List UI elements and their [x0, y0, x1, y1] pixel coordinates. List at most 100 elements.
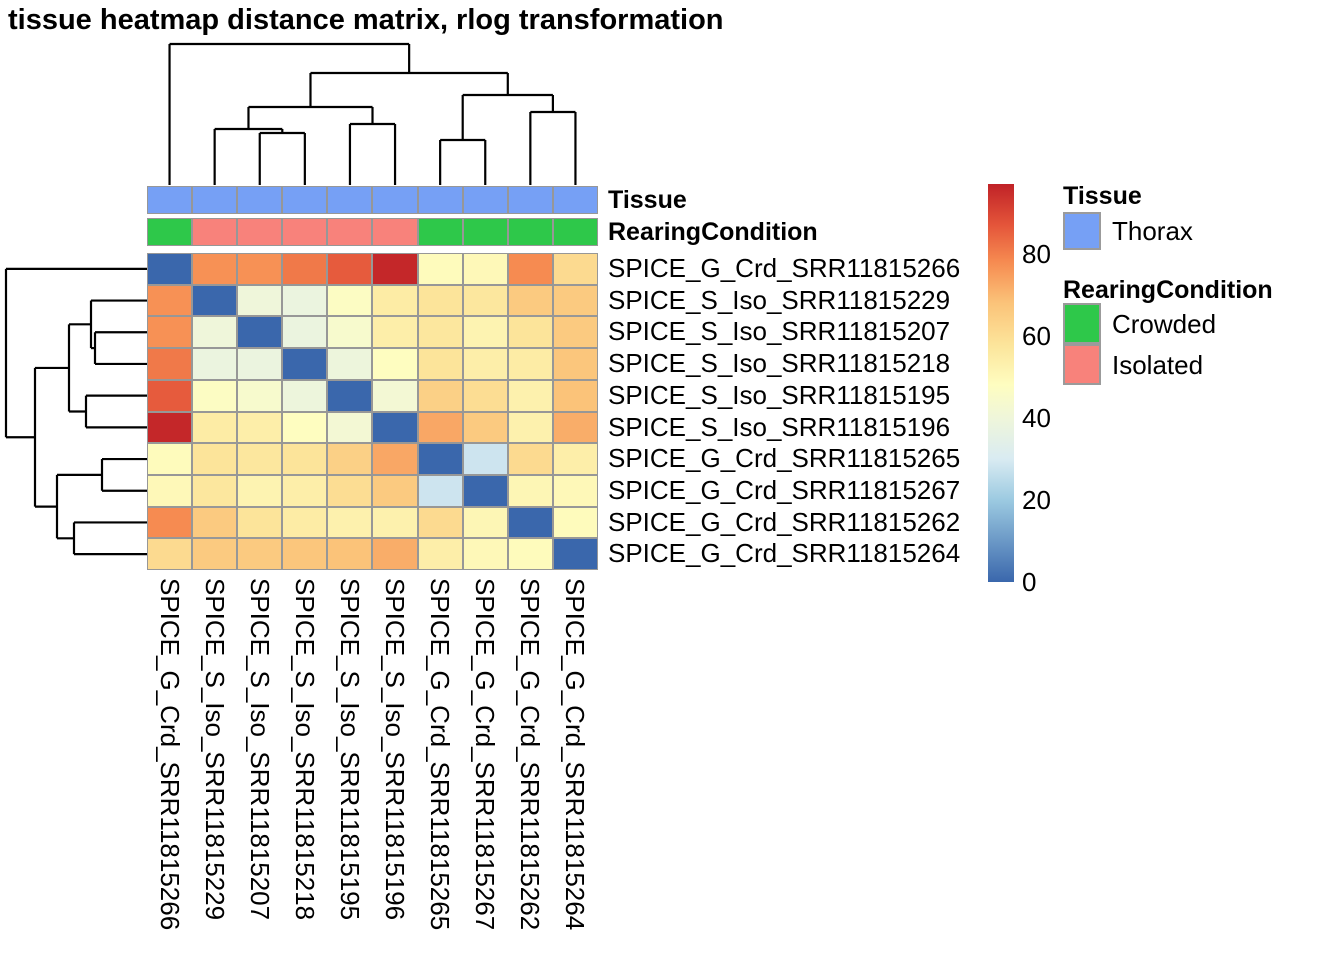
heatmap-cell: [417, 474, 463, 507]
heatmap-cell: [552, 253, 598, 285]
rearing-annotation-cell: [327, 218, 373, 246]
tissue-annotation-cell: [282, 186, 328, 214]
heatmap-cell: [417, 506, 463, 539]
heatmap-cell: [327, 253, 373, 285]
heatmap-cell: [372, 379, 418, 412]
heatmap-cell: [327, 474, 373, 507]
colorbar-tick-label: 20: [1022, 484, 1051, 515]
heatmap-cell: [282, 538, 328, 570]
heatmap-cell: [417, 538, 463, 570]
row-dendrogram: [4, 267, 147, 556]
heatmap-cell: [237, 316, 283, 349]
heatmap-cell: [417, 443, 463, 475]
tissue-annotation-cell: [147, 186, 193, 214]
heatmap-cell: [192, 348, 238, 380]
legend-thorax-label: Thorax: [1112, 216, 1193, 246]
heatmap-cell: [507, 538, 553, 570]
heatmap-cell: [552, 379, 598, 412]
heatmap-cell: [417, 316, 463, 349]
rearing-annotation-cell: [552, 218, 598, 246]
heatmap-cell: [462, 348, 508, 380]
heatmap-cell: [372, 411, 418, 444]
column-label: SPICE_G_Crd_SRR11815265: [425, 578, 456, 931]
heatmap-cell: [147, 348, 193, 380]
heatmap-cell: [147, 411, 193, 444]
heatmap-cell: [327, 348, 373, 380]
heatmap-cell: [327, 316, 373, 349]
heatmap-cell: [147, 506, 193, 539]
heatmap-cell: [507, 506, 553, 539]
heatmap-cell: [327, 284, 373, 317]
heatmap-cell: [192, 411, 238, 444]
heatmap-cell: [552, 443, 598, 475]
rearing-annotation-cell: [237, 218, 283, 246]
heatmap-cell: [327, 443, 373, 475]
heatmap-cell: [507, 443, 553, 475]
heatmap-cell: [417, 284, 463, 317]
row-label: SPICE_S_Iso_SRR11815229: [608, 284, 951, 315]
tissue-annotation-bar: [147, 186, 598, 214]
heatmap-cell: [147, 253, 193, 285]
heatmap-cell: [462, 474, 508, 507]
heatmap-cell: [507, 474, 553, 507]
heatmap-cell: [147, 316, 193, 349]
tissue-annotation-cell: [552, 186, 598, 214]
heatmap-cell: [372, 538, 418, 570]
heatmap-cell: [237, 284, 283, 317]
heatmap-cell: [462, 284, 508, 317]
heatmap-cell: [552, 411, 598, 444]
column-label: SPICE_G_Crd_SRR11815266: [154, 578, 185, 931]
legend-crowded-swatch: [1063, 303, 1101, 344]
heatmap-cell: [237, 348, 283, 380]
heatmap-cell: [552, 538, 598, 570]
heatmap-cell: [507, 411, 553, 444]
heatmap-cell: [237, 253, 283, 285]
colorbar: [988, 184, 1014, 582]
heatmap-cell: [237, 506, 283, 539]
heatmap-cell: [192, 474, 238, 507]
heatmap-cell: [237, 443, 283, 475]
heatmap-cell: [192, 316, 238, 349]
legend-rearing-title: RearingCondition: [1063, 276, 1273, 304]
heatmap-cell: [192, 253, 238, 285]
heatmap-cell: [372, 506, 418, 539]
heatmap-cell: [192, 284, 238, 317]
heatmap-cell: [507, 284, 553, 317]
heatmap-cell: [147, 474, 193, 507]
column-dendrogram: [168, 42, 577, 185]
heatmap-cell: [372, 474, 418, 507]
heatmap-cell: [282, 443, 328, 475]
tissue-annotation-cell: [372, 186, 418, 214]
heatmap-cell: [462, 379, 508, 412]
heatmap-cell: [462, 538, 508, 570]
heatmap-cell: [147, 284, 193, 317]
heatmap-cell: [282, 379, 328, 412]
heatmap-cell: [417, 348, 463, 380]
column-label: SPICE_S_Iso_SRR11815207: [244, 578, 275, 921]
rearing-bar-label: RearingCondition: [608, 218, 818, 246]
heatmap-cell: [417, 253, 463, 285]
column-label: SPICE_G_Crd_SRR11815267: [470, 578, 501, 931]
colorbar-tick-label: 80: [1022, 238, 1051, 269]
tissue-bar-label: Tissue: [608, 186, 687, 214]
column-label: SPICE_S_Iso_SRR11815218: [289, 578, 320, 921]
legend-tissue-title: Tissue: [1063, 182, 1142, 210]
heatmap-cell: [282, 284, 328, 317]
rearing-annotation-cell: [507, 218, 553, 246]
heatmap-cell: [552, 284, 598, 317]
heatmap-cell: [372, 253, 418, 285]
heatmap-cell: [237, 538, 283, 570]
tissue-annotation-cell: [327, 186, 373, 214]
column-label: SPICE_S_Iso_SRR11815195: [334, 578, 365, 921]
heatmap-cell: [192, 379, 238, 412]
heatmap-cell: [552, 348, 598, 380]
rearing-annotation-cell: [372, 218, 418, 246]
rearing-annotation-cell: [462, 218, 508, 246]
tissue-annotation-cell: [417, 186, 463, 214]
row-label: SPICE_S_Iso_SRR11815196: [608, 411, 951, 442]
heatmap-cell: [552, 474, 598, 507]
tissue-annotation-cell: [192, 186, 238, 214]
legend-isolated-swatch: [1063, 344, 1101, 385]
heatmap-cell: [327, 506, 373, 539]
